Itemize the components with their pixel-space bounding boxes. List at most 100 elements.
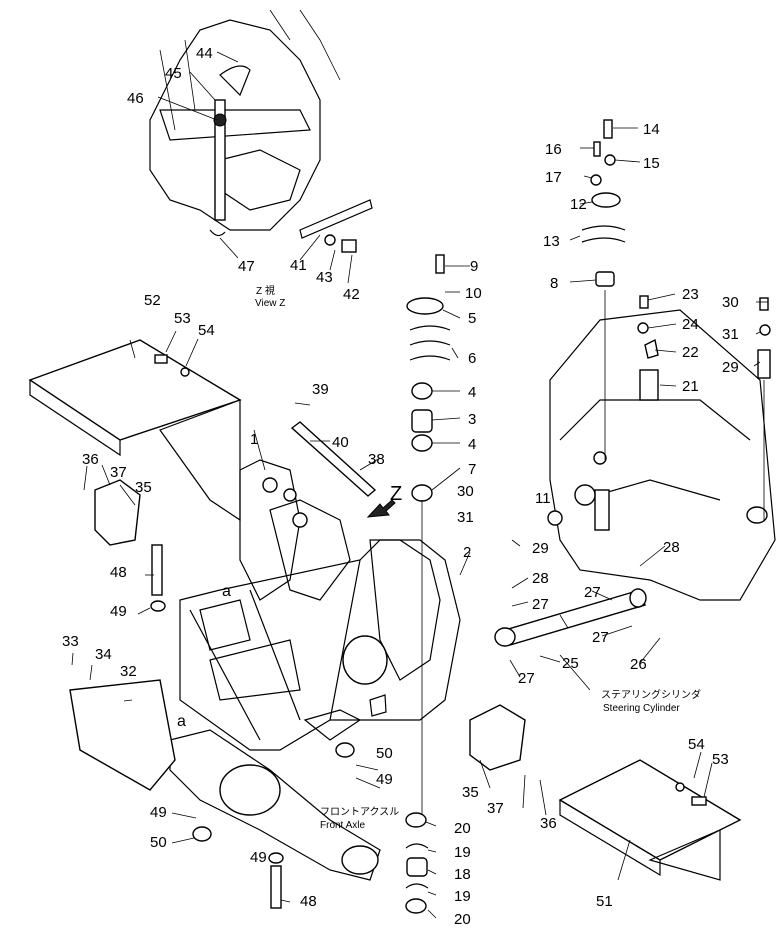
captions: Z 視 View Z Z ステアリングシリンダ Steering Cylinde… — [177, 284, 701, 831]
callout-6: 6 — [468, 350, 476, 367]
callout-43: 43 — [316, 269, 333, 286]
callout-27a: 27 — [532, 596, 549, 613]
callout-53b: 53 — [712, 751, 729, 768]
fender-right — [558, 759, 742, 881]
callout-16: 16 — [545, 141, 562, 158]
callout-28a: 28 — [532, 570, 549, 587]
front-axle-caption-en: Front Axle — [320, 820, 365, 831]
view-z-arrow-icon — [366, 499, 396, 518]
callout-28b: 28 — [663, 539, 680, 556]
cover-plate-left — [94, 479, 141, 546]
callout-15: 15 — [643, 155, 660, 172]
rear-frame — [547, 309, 776, 601]
callout-4a: 4 — [468, 384, 476, 401]
callout-3: 3 — [468, 411, 476, 428]
callout-32: 32 — [120, 663, 137, 680]
callout-54b: 54 — [688, 736, 705, 753]
callout-33: 33 — [62, 633, 79, 650]
callout-27c: 27 — [592, 629, 609, 646]
callout-30a: 30 — [457, 483, 474, 500]
nut-50-b — [335, 742, 355, 758]
callout-29a: 29 — [532, 540, 549, 557]
view-z-caption-jp: Z 視 — [256, 284, 275, 297]
callout-50a: 50 — [376, 745, 393, 762]
callout-20b: 20 — [454, 911, 471, 927]
bolt-48-top — [151, 544, 163, 596]
callout-4b: 4 — [468, 436, 476, 453]
callout-44: 44 — [196, 45, 213, 62]
view-z-caption-en: View Z — [255, 298, 285, 309]
callout-7: 7 — [468, 461, 476, 478]
callout-18: 18 — [454, 866, 471, 883]
callout-48b: 48 — [300, 893, 317, 910]
callout-49b: 49 — [376, 771, 393, 788]
callout-25: 25 — [562, 655, 579, 672]
callout-22: 22 — [682, 344, 699, 361]
callout-37a: 37 — [110, 464, 127, 481]
callout-42: 42 — [343, 286, 360, 303]
callout-14: 14 — [643, 121, 660, 138]
cover-plate-right — [469, 704, 526, 771]
callout-23: 23 — [682, 286, 699, 303]
callout-48a: 48 — [110, 564, 127, 581]
callout-5: 5 — [468, 310, 476, 327]
callout-27b: 27 — [584, 584, 601, 601]
ref-marker-a-top: a — [222, 583, 231, 600]
callout-27d: 27 — [518, 670, 535, 687]
washer-49-bottom — [268, 852, 284, 864]
callout-45: 45 — [165, 65, 182, 82]
callout-10: 10 — [465, 285, 482, 302]
callout-29b: 29 — [722, 359, 739, 376]
callout-31b: 31 — [722, 326, 739, 343]
callout-19b: 19 — [454, 888, 471, 905]
callout-38: 38 — [368, 451, 385, 468]
front-axle-caption-jp: フロントアクスル — [320, 806, 399, 818]
steering-cylinder-caption-en: Steering Cylinder — [603, 703, 680, 714]
callout-47: 47 — [238, 258, 255, 275]
callout-40: 40 — [332, 434, 349, 451]
view-z-inset — [149, 9, 373, 253]
callout-24: 24 — [682, 316, 699, 333]
steering-cylinder-caption-jp: ステアリングシリンダ — [601, 688, 701, 701]
lower-plate — [69, 679, 176, 791]
callout-30b: 30 — [722, 294, 739, 311]
callout-21: 21 — [682, 378, 699, 395]
front-frame — [179, 459, 461, 751]
callout-17: 17 — [545, 169, 562, 186]
callout-13: 13 — [543, 233, 560, 250]
callout-36b: 36 — [540, 815, 557, 832]
leader-lines — [71, 51, 768, 919]
nut-50-a — [192, 826, 212, 842]
bolt-48-bottom — [270, 865, 282, 909]
callout-34: 34 — [95, 646, 112, 663]
callout-49a: 49 — [110, 603, 127, 620]
fender-left — [28, 339, 242, 522]
upper-pin-stack — [581, 119, 771, 520]
callout-2: 2 — [463, 544, 471, 561]
callout-53a: 53 — [174, 310, 191, 327]
callout-35a: 35 — [135, 479, 152, 496]
washer-49-top — [150, 600, 166, 612]
callout-1: 1 — [250, 431, 258, 448]
callout-20a: 20 — [454, 820, 471, 837]
callout-41: 41 — [290, 257, 307, 274]
callout-50b: 50 — [150, 834, 167, 851]
callout-51: 51 — [596, 893, 613, 910]
callout-8: 8 — [550, 275, 558, 292]
callout-26: 26 — [630, 656, 647, 673]
steering-cylinder — [494, 588, 647, 647]
callout-37b: 37 — [487, 800, 504, 817]
front-axle — [169, 729, 381, 881]
callout-52: 52 — [144, 292, 161, 309]
callout-9: 9 — [470, 258, 478, 275]
callout-31a: 31 — [457, 509, 474, 526]
callout-19a: 19 — [454, 844, 471, 861]
callout-36a: 36 — [82, 451, 99, 468]
callout-46: 46 — [127, 90, 144, 107]
callout-54a: 54 — [198, 322, 215, 339]
callout-39: 39 — [312, 381, 329, 398]
callout-11: 11 — [535, 490, 551, 507]
view-z-arrow-label: Z — [390, 483, 402, 505]
